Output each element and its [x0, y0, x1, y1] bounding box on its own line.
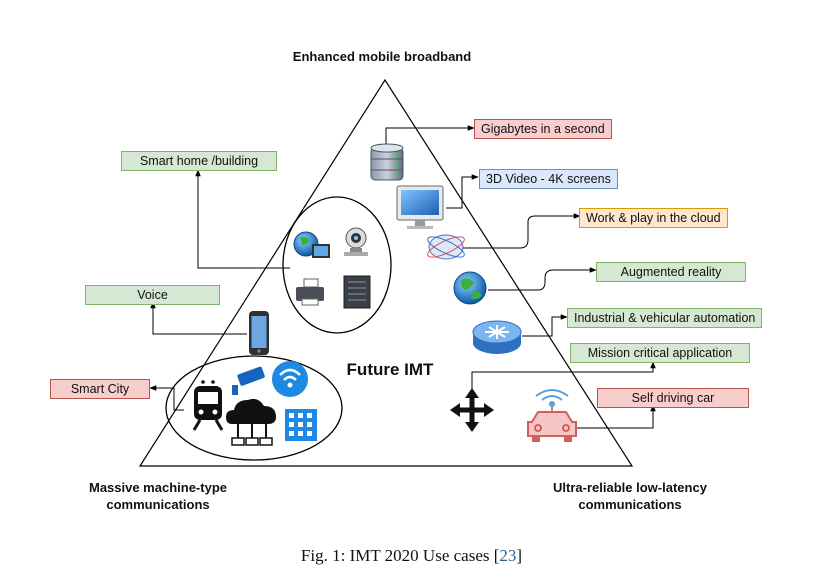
connector-mission [471, 361, 656, 393]
security-camera-icon [232, 366, 265, 395]
database-server-icon [370, 143, 404, 181]
tag-smart-home: Smart home /building [121, 151, 277, 171]
tag-3d-video: 3D Video - 4K screens [479, 169, 618, 189]
connector-voice [150, 301, 247, 335]
massive-machine-type-label: Massive machine-type communications [38, 479, 278, 513]
connector-gigabytes [385, 125, 475, 145]
desktop-globe-icon [293, 231, 330, 258]
wifi-icon [272, 361, 308, 397]
cloud-network-icon [226, 398, 276, 446]
monitor-icon [396, 185, 444, 229]
office-building-icon [285, 409, 317, 441]
connector-cloud [460, 213, 581, 249]
connector-video [446, 174, 479, 209]
router-icon [472, 320, 522, 354]
massive-iot-device-group [165, 355, 343, 461]
ultra-reliable-label: Ultra-reliable low-latency communication… [510, 479, 750, 513]
tag-augmented-reality: Augmented reality [596, 262, 746, 282]
massive-machine-type-label-line2: communications [106, 497, 210, 512]
enhanced-mobile-broadband-label: Enhanced mobile broadband [292, 49, 472, 64]
connector-ar [488, 267, 597, 291]
pyramid-outline [138, 78, 634, 467]
massive-machine-type-label-line1: Massive machine-type [88, 480, 227, 495]
tag-mission-critical: Mission critical application [570, 343, 750, 363]
ultra-reliable-label-line2: communications [578, 497, 682, 512]
smart-home-device-group [282, 196, 392, 334]
tag-cloud: Work & play in the cloud [579, 208, 728, 228]
tag-self-driving: Self driving car [597, 388, 749, 408]
connector-industrial [522, 314, 568, 337]
globe-icon [453, 271, 487, 305]
tag-voice: Voice [85, 285, 220, 305]
cloud-orbit-icon [427, 234, 465, 260]
figure-caption: Fig. 1: IMT 2020 Use cases [23] [0, 546, 823, 566]
server-rack-icon [343, 275, 371, 309]
tag-smart-city: Smart City [50, 379, 150, 399]
webcam-icon [344, 227, 368, 256]
printer-icon [296, 278, 324, 306]
connector-smarthome [195, 169, 290, 269]
center-title: Future IMT [346, 360, 434, 379]
caption-suffix: ] [516, 546, 523, 565]
train-icon [192, 380, 224, 431]
four-way-arrows-icon [450, 388, 494, 432]
connector-selfdriving [575, 404, 656, 429]
tag-industrial: Industrial & vehicular automation [567, 308, 763, 328]
caption-prefix: Fig. 1: IMT 2020 Use cases [ [300, 546, 500, 565]
smartphone-icon [249, 311, 269, 355]
ultra-reliable-label-line1: Ultra-reliable low-latency [553, 480, 707, 495]
tag-gigabytes: Gigabytes in a second [474, 119, 612, 139]
connector-smartcity [149, 385, 184, 411]
citation-link[interactable]: 23 [499, 546, 517, 565]
self-driving-car-icon [527, 389, 577, 442]
